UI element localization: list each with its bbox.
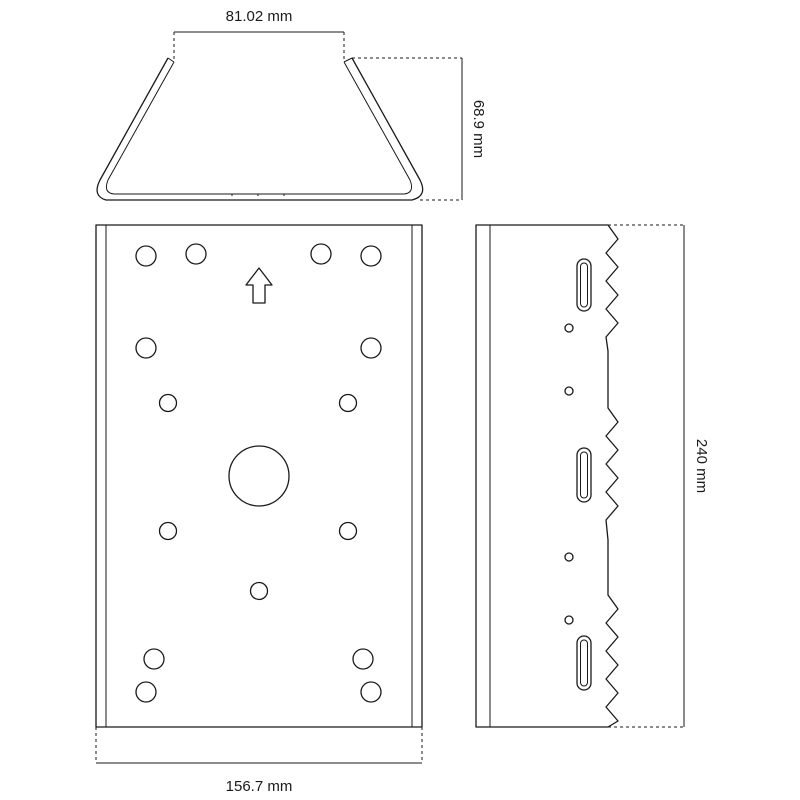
base-width-label: 156.7 mm bbox=[226, 778, 293, 795]
mount-hole bbox=[249, 581, 269, 601]
center-hole bbox=[228, 445, 290, 507]
small-hole bbox=[564, 552, 574, 562]
dimension-top-width: 81.02 mm bbox=[173, 8, 345, 60]
mount-hole bbox=[338, 521, 358, 541]
mount-hole bbox=[135, 681, 157, 703]
small-hole bbox=[564, 323, 574, 333]
mount-slot bbox=[576, 447, 592, 503]
mount-hole bbox=[158, 393, 178, 413]
mount-hole bbox=[352, 648, 374, 670]
mount-slot-inner bbox=[580, 451, 588, 499]
profile-end-cap-right bbox=[343, 57, 353, 63]
top-view-profile bbox=[96, 57, 424, 201]
dimension-base-width: 156.7 mm bbox=[95, 727, 423, 795]
mount-hole bbox=[310, 243, 332, 265]
depth-label: 68.9 mm bbox=[470, 100, 487, 158]
small-hole bbox=[564, 615, 574, 625]
mount-hole bbox=[185, 243, 207, 265]
up-arrow-icon bbox=[245, 267, 273, 304]
mount-hole bbox=[360, 245, 382, 267]
top-width-label: 81.02 mm bbox=[226, 8, 293, 25]
height-label: 240 mm bbox=[693, 439, 710, 493]
mount-hole bbox=[158, 521, 178, 541]
side-view-flange bbox=[475, 224, 619, 728]
mount-hole bbox=[360, 337, 382, 359]
dimension-depth: 68.9 mm bbox=[352, 57, 487, 201]
flange-outline bbox=[475, 224, 619, 728]
mount-hole bbox=[143, 648, 165, 670]
mount-slot-inner bbox=[580, 639, 588, 687]
mount-slot bbox=[576, 635, 592, 691]
mount-hole bbox=[360, 681, 382, 703]
mount-hole bbox=[135, 337, 157, 359]
bracket-profile-inner bbox=[106, 61, 412, 195]
small-hole bbox=[564, 386, 574, 396]
bracket-profile-outer bbox=[96, 57, 424, 201]
mount-hole bbox=[135, 245, 157, 267]
mount-hole bbox=[338, 393, 358, 413]
front-view-plate bbox=[95, 224, 423, 728]
profile-end-cap-left bbox=[167, 57, 175, 63]
mount-slot-inner bbox=[580, 262, 588, 308]
mount-slot bbox=[576, 258, 592, 312]
dimension-height: 240 mm bbox=[608, 224, 710, 728]
